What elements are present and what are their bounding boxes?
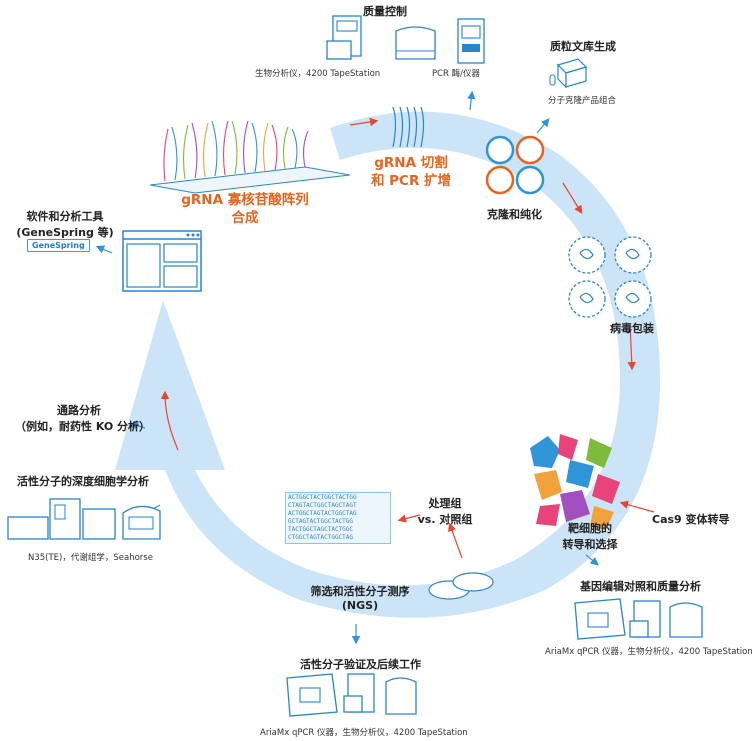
grna-cleave-line2: 和 PCR 扩增 <box>370 173 452 189</box>
cas9-transduction-label: Cas9 变体转导 <box>652 513 730 526</box>
validation-instruments-caption: AriaMx qPCR 仪器，生物分析仪，4200 TapeStation <box>260 728 468 738</box>
hit-validation-label: 活性分子验证及后续工作 <box>300 658 421 671</box>
genespring-badge: GeneSpring <box>27 239 90 252</box>
pcr-instrument-caption: PCR 酶/仪器 <box>432 69 481 79</box>
treatment-line2: vs. 对照组 <box>417 513 473 526</box>
qc-instruments-icon <box>574 598 703 640</box>
treatment-line1: 处理组 <box>428 497 462 510</box>
sequence-line: ACTGGCTAGTACTGGCTAG <box>288 510 357 517</box>
software-line1: 软件和分析工具 <box>26 210 104 223</box>
blue-output-arrows <box>95 90 599 645</box>
pathway-analysis-label: 通路分析 （例如，耐药性 KO 分析） <box>15 402 151 434</box>
sequence-readout: ACTGGCTACTGGCTACTGG CTAGTACTGGCTAGCTAGT … <box>285 492 391 544</box>
screening-sequencing-label: 筛选和活性分子测序 (NGS) <box>300 583 420 612</box>
screening-line1: 筛选和活性分子测序 <box>310 585 410 598</box>
oligo-array-illustration <box>150 120 350 194</box>
sequence-line: CTGGCTAGTACTGGCTAG <box>288 534 354 541</box>
target-cells-icon <box>530 434 620 530</box>
software-tools-label: 软件和分析工具 (GeneSpring 等) <box>15 208 115 240</box>
virus-particles-icon <box>568 236 652 318</box>
screening-line2: (NGS) <box>341 599 379 612</box>
sequence-line: TACTGGCTAGCTACTGGC <box>288 526 354 533</box>
bioanalyzer-instrument-icon <box>326 15 362 60</box>
cleaved-grna-icon <box>392 106 425 148</box>
validation-instruments-icon <box>286 673 417 717</box>
target-cell-line1: 靶细胞的 <box>568 522 612 535</box>
oligo-array-line2: 合成 <box>231 210 259 226</box>
pathway-line2: （例如，耐药性 KO 分析） <box>15 420 151 433</box>
cell-analysis-instruments-icon <box>7 498 161 540</box>
bioanalyzer-tapestation-caption: 生物分析仪，4200 TapeStation <box>255 69 381 79</box>
target-cell-line2: 转导和选择 <box>562 538 618 551</box>
petri-dish-icon <box>428 572 494 600</box>
plasmid-rings-icon <box>485 135 545 195</box>
target-cell-label: 靶细胞的 转导和选择 <box>555 520 625 552</box>
pathway-line1: 通路分析 <box>57 404 101 417</box>
deep-cell-analysis-label: 活性分子的深度细胞学分析 <box>17 475 149 488</box>
software-window-icon <box>122 230 202 292</box>
cloning-kit-icon <box>549 58 588 89</box>
sequence-line: GCTAGTACTGGCTACTGG <box>288 518 354 525</box>
gene-edit-qc-label: 基因编辑对照和质量分析 <box>580 580 701 593</box>
qc-instruments-caption: AriaMx qPCR 仪器，生物分析仪，4200 TapeStation <box>545 647 753 657</box>
treatment-vs-control-label: 处理组 vs. 对照组 <box>410 495 480 527</box>
sequence-line: CTAGTACTGGCTAGCTAGT <box>288 502 357 509</box>
cloning-purification-label: 克隆和纯化 <box>487 208 542 221</box>
virus-packaging-label: 病毒包装 <box>610 322 654 335</box>
quality-control-label: 质量控制 <box>363 5 407 18</box>
tapestation-instrument-icon <box>395 26 436 60</box>
red-flow-arrows <box>160 117 655 559</box>
pcr-instrument-icon <box>457 18 485 64</box>
cloning-products-caption: 分子克隆产品组合 <box>548 96 617 106</box>
grna-cleave-label: gRNA 切割 和 PCR 扩增 <box>355 154 467 190</box>
oligo-array-label: gRNA 寡核苷酸阵列 合成 <box>165 191 325 227</box>
plasmid-library-label: 质粒文库生成 <box>550 40 616 53</box>
software-line2: (GeneSpring 等) <box>16 226 114 239</box>
grna-cleave-line1: gRNA 切割 <box>374 155 448 171</box>
oligo-array-line1: gRNA 寡核苷酸阵列 <box>181 192 309 208</box>
cell-analysis-caption: N35(TE)，代谢组学，Seahorse <box>28 553 153 563</box>
sequence-line: ACTGGCTACTGGCTACTGG <box>288 494 357 501</box>
